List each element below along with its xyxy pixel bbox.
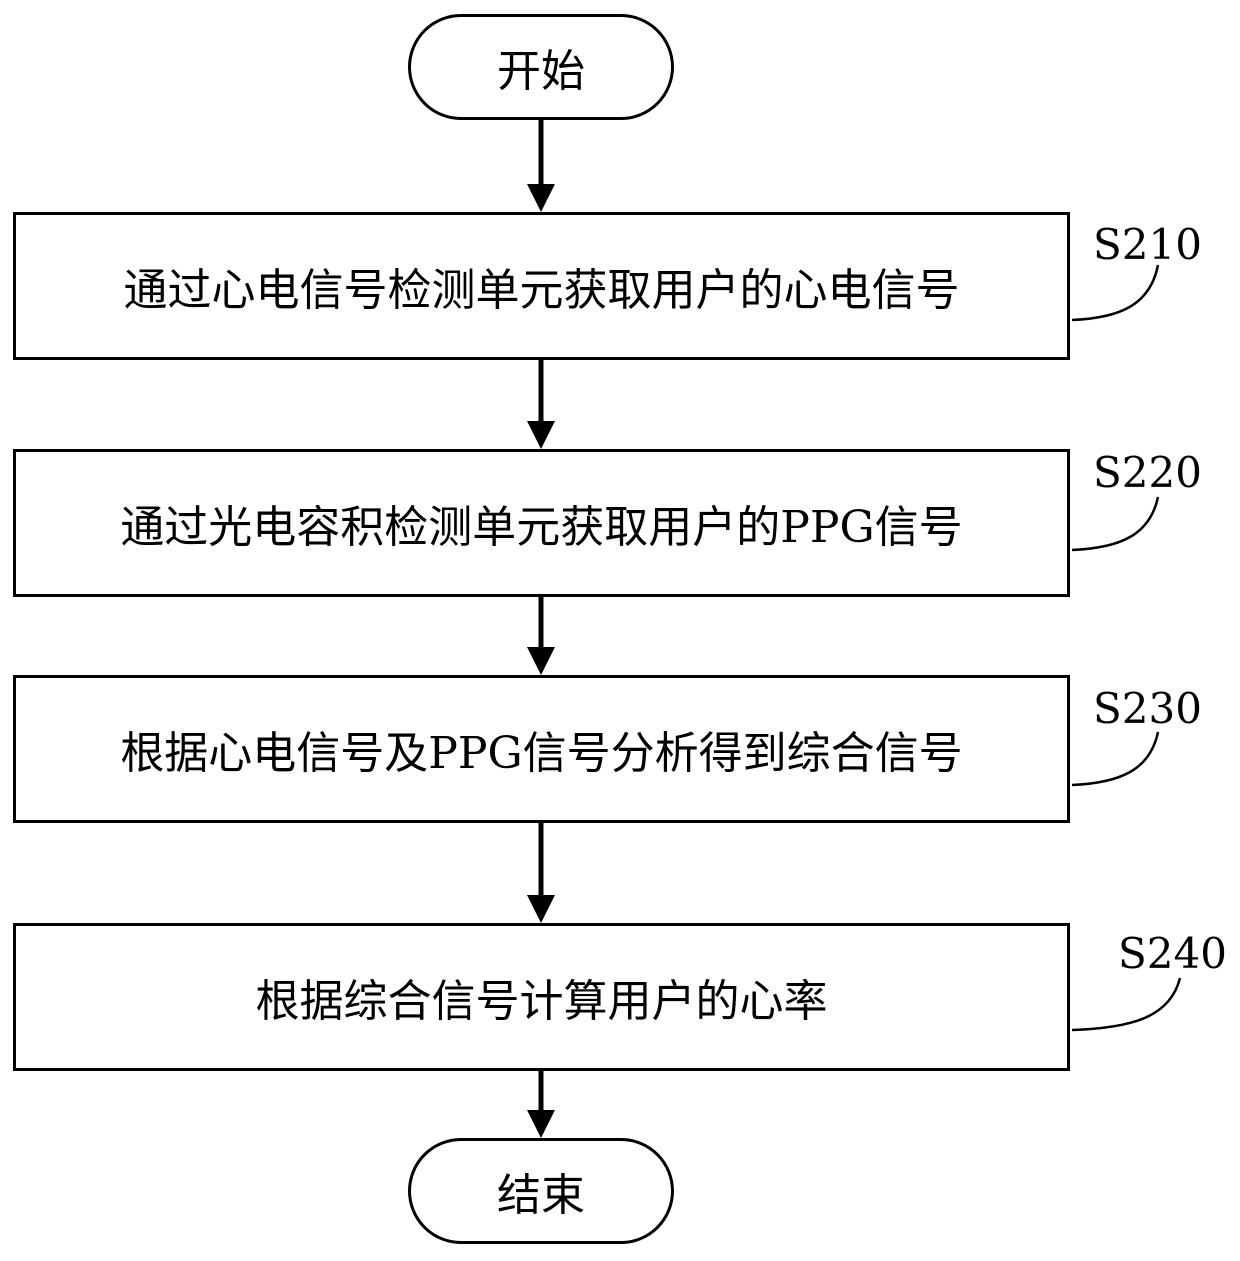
step-id-s220: S220 bbox=[1093, 452, 1202, 494]
flow-arrow-s220-to-s230 bbox=[527, 597, 555, 675]
step-text-s210: 通过心电信号检测单元获取用户的心电信号 bbox=[124, 254, 960, 318]
start-label: 开始 bbox=[497, 35, 585, 99]
step-box-s210: 通过心电信号检测单元获取用户的心电信号 bbox=[13, 212, 1070, 360]
leader-line-s210 bbox=[1072, 265, 1158, 320]
step-box-s240: 根据综合信号计算用户的心率 bbox=[13, 923, 1070, 1071]
step-id-s240: S240 bbox=[1118, 933, 1227, 975]
flow-arrow-start-to-s210 bbox=[527, 120, 555, 212]
end-label: 结束 bbox=[497, 1159, 585, 1223]
flow-arrow-s240-to-end bbox=[527, 1071, 555, 1138]
step-text-s220: 通过光电容积检测单元获取用户的PPG信号 bbox=[120, 491, 962, 555]
step-box-s220: 通过光电容积检测单元获取用户的PPG信号 bbox=[13, 449, 1070, 597]
leader-line-s220 bbox=[1072, 497, 1158, 550]
step-text-s240: 根据综合信号计算用户的心率 bbox=[256, 965, 828, 1029]
end-terminal: 结束 bbox=[408, 1138, 674, 1244]
step-id-s230: S230 bbox=[1093, 688, 1202, 730]
step-id-s210: S210 bbox=[1093, 224, 1202, 266]
flow-arrow-s230-to-s240 bbox=[527, 823, 555, 923]
step-text-s230: 根据心电信号及PPG信号分析得到综合信号 bbox=[120, 717, 962, 781]
start-terminal: 开始 bbox=[408, 14, 674, 120]
flow-arrow-s210-to-s220 bbox=[527, 360, 555, 449]
step-box-s230: 根据心电信号及PPG信号分析得到综合信号 bbox=[13, 675, 1070, 823]
leader-line-s240 bbox=[1072, 978, 1180, 1030]
leader-line-s230 bbox=[1072, 732, 1158, 785]
